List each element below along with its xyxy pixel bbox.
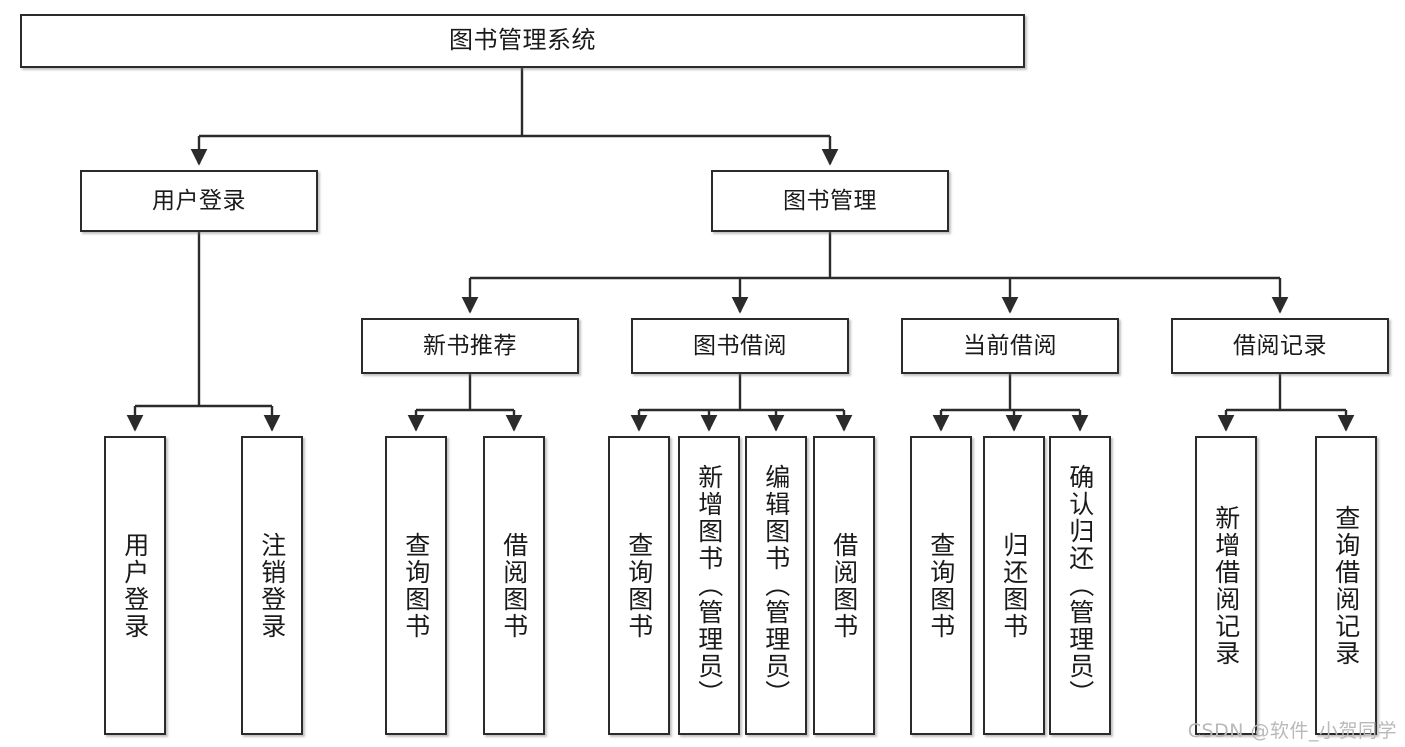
leaf-label: 新增借阅记录 xyxy=(1211,504,1241,667)
node-label: 图书管理 xyxy=(783,187,877,214)
node-label: 图书管理系统 xyxy=(449,26,596,55)
leaf-label: 归还图书 xyxy=(999,531,1029,640)
leaf-query-borrow-record[interactable]: 查询借阅记录 xyxy=(1315,436,1377,735)
leaf-borrow-book[interactable]: 借阅图书 xyxy=(813,436,875,735)
node-label: 图书借阅 xyxy=(693,332,787,359)
node-label: 新书推荐 xyxy=(423,332,517,359)
node-book-manage[interactable]: 图书管理 xyxy=(711,170,949,232)
node-current-borrow[interactable]: 当前借阅 xyxy=(901,318,1119,374)
leaf-user-login[interactable]: 用户登录 xyxy=(104,436,166,735)
leaf-label: 查询借阅记录 xyxy=(1331,504,1361,667)
leaf-label: 用户登录 xyxy=(120,531,150,640)
node-user-login[interactable]: 用户登录 xyxy=(80,170,318,232)
node-borrow-record[interactable]: 借阅记录 xyxy=(1171,318,1389,374)
leaf-borrow-book-recommend[interactable]: 借阅图书 xyxy=(483,436,545,735)
leaf-add-book-admin[interactable]: 新增图书（管理员） xyxy=(678,436,740,735)
leaf-return-book[interactable]: 归还图书 xyxy=(983,436,1045,735)
leaf-label: 借阅图书 xyxy=(829,531,859,640)
leaf-label: 编辑图书（管理员） xyxy=(761,464,791,707)
node-label: 借阅记录 xyxy=(1233,332,1327,359)
watermark: CSDN @软件_小贺同学 xyxy=(1187,720,1397,742)
leaf-label: 新增图书（管理员） xyxy=(694,464,724,707)
node-book-borrow[interactable]: 图书借阅 xyxy=(631,318,849,374)
leaf-label: 查询图书 xyxy=(401,531,431,640)
leaf-label: 查询图书 xyxy=(926,531,956,640)
leaf-query-book-borrow[interactable]: 查询图书 xyxy=(608,436,670,735)
leaf-query-book-current[interactable]: 查询图书 xyxy=(910,436,972,735)
leaf-label: 借阅图书 xyxy=(499,531,529,640)
leaf-confirm-return-admin[interactable]: 确认归还（管理员） xyxy=(1049,436,1111,735)
leaf-add-borrow-record[interactable]: 新增借阅记录 xyxy=(1195,436,1257,735)
node-label: 当前借阅 xyxy=(963,332,1057,359)
node-book-management-system[interactable]: 图书管理系统 xyxy=(20,14,1025,68)
leaf-label: 确认归还（管理员） xyxy=(1065,464,1095,707)
leaf-logout-login[interactable]: 注销登录 xyxy=(241,436,303,735)
leaf-label: 注销登录 xyxy=(257,531,287,640)
node-new-book-recommend[interactable]: 新书推荐 xyxy=(361,318,579,374)
leaf-edit-book-admin[interactable]: 编辑图书（管理员） xyxy=(745,436,807,735)
node-label: 用户登录 xyxy=(152,187,246,214)
leaf-label: 查询图书 xyxy=(624,531,654,640)
leaf-query-book-recommend[interactable]: 查询图书 xyxy=(385,436,447,735)
